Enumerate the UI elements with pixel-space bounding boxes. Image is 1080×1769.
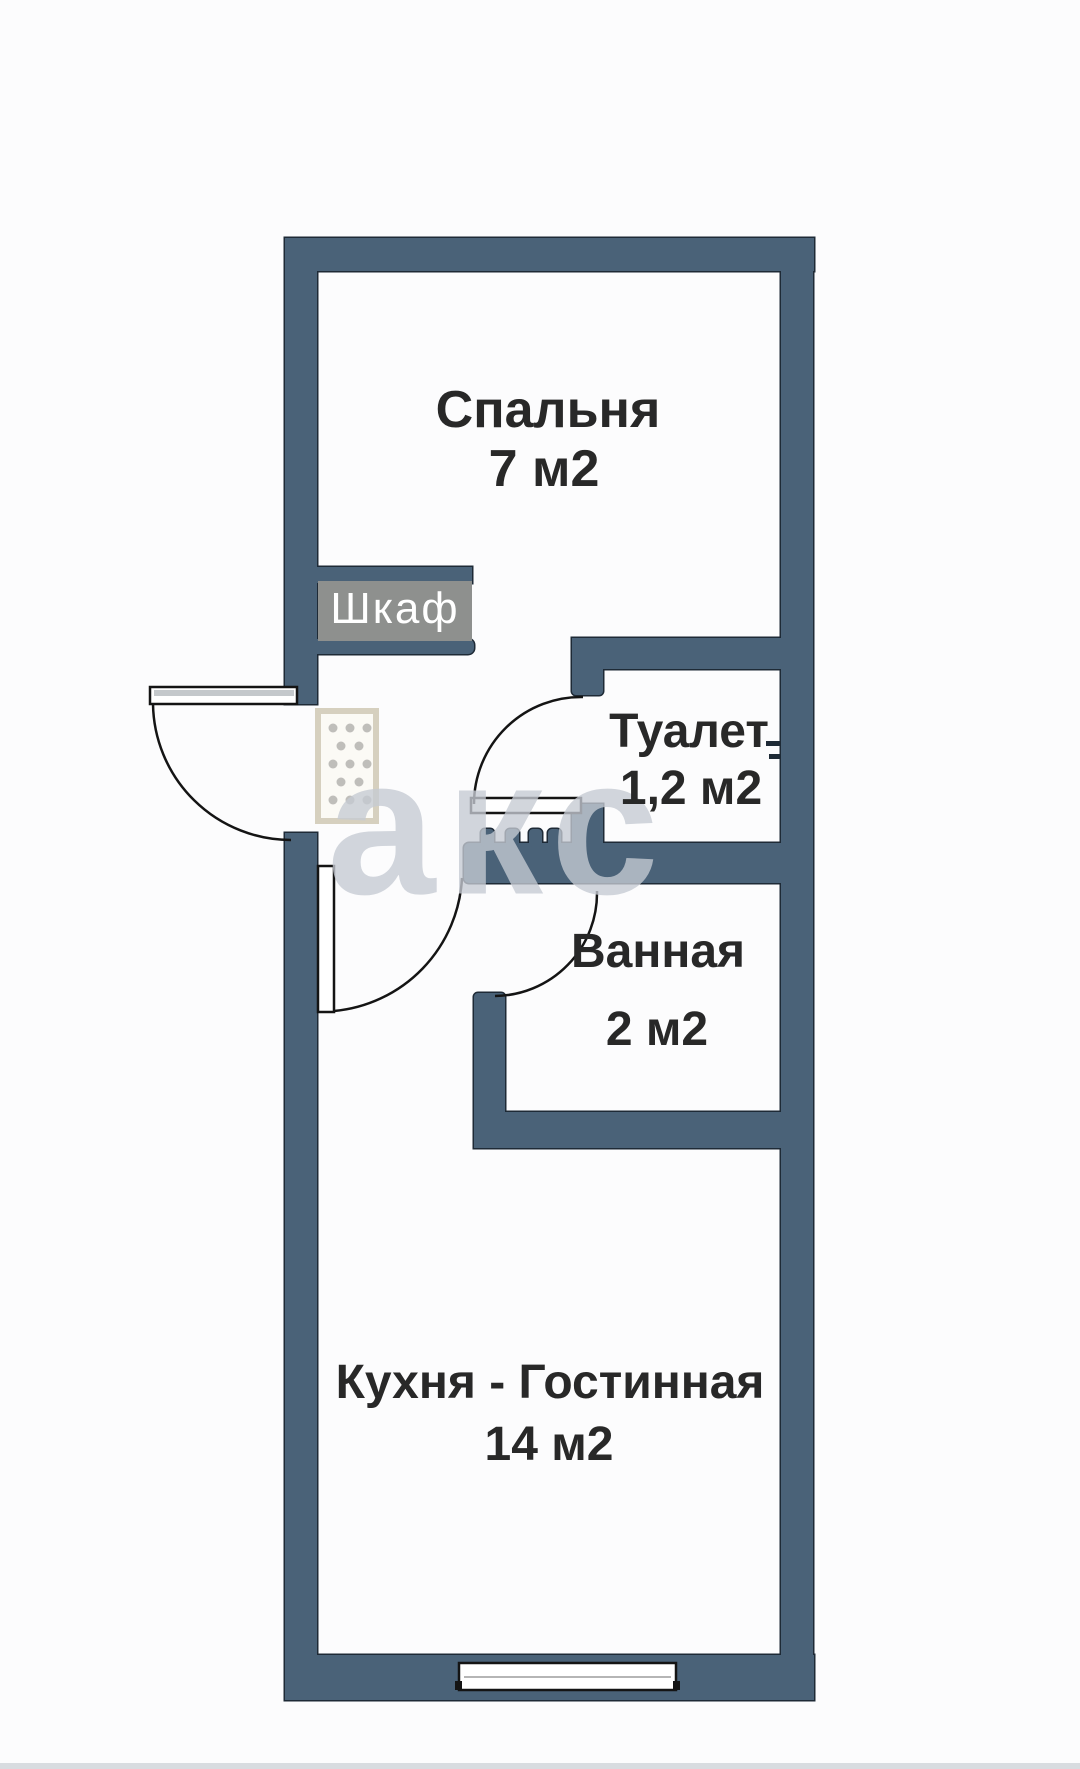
interior-door-leaf bbox=[316, 864, 336, 1014]
room-area-toilet: 1,2 м2 bbox=[619, 762, 763, 815]
toilet-door-arc bbox=[472, 695, 584, 805]
room-label-closet: Шкаф bbox=[330, 584, 460, 633]
window bbox=[455, 1661, 680, 1692]
watermark: акс bbox=[327, 717, 669, 936]
entrance-door bbox=[148, 685, 299, 842]
ventilation-panel bbox=[315, 708, 379, 824]
closet-box bbox=[318, 581, 472, 641]
vent-marks bbox=[766, 741, 780, 759]
bathroom-door-arc bbox=[494, 890, 599, 998]
toilet-door bbox=[469, 695, 584, 815]
interior-door bbox=[316, 864, 464, 1014]
interior-door-arc bbox=[333, 877, 464, 1013]
entrance-door-arc bbox=[151, 703, 292, 842]
room-area-bathroom: 2 м2 bbox=[605, 1003, 709, 1056]
toilet-door-leaf bbox=[469, 796, 583, 815]
image-bottom-strip bbox=[0, 1763, 1080, 1769]
room-area-bedroom: 7 м2 bbox=[488, 440, 600, 498]
room-label-bathroom: Ванная bbox=[570, 925, 746, 978]
room-label-toilet: Туалет bbox=[609, 705, 769, 758]
room-area-kitchen-living: 14 м2 bbox=[484, 1418, 614, 1471]
room-label-bedroom: Спальня bbox=[435, 381, 661, 439]
room-label-kitchen-living: Кухня - Гостинная bbox=[335, 1356, 765, 1409]
